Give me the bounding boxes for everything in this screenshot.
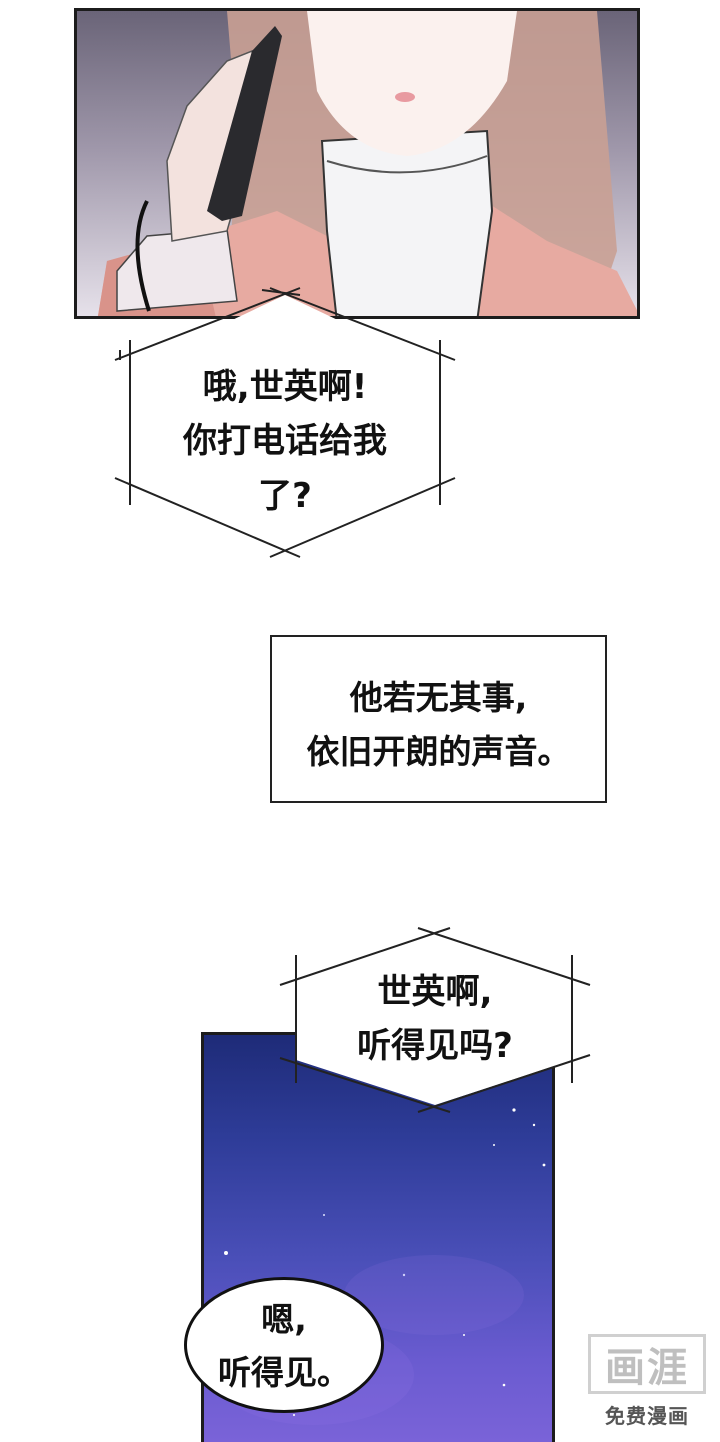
bubble-1-line-2: 你打电话给我 <box>183 421 387 462</box>
hexagon-bubble-2-shape <box>279 927 591 1113</box>
narration-caption-box: 他若无其事, 依旧开朗的声音。 <box>270 635 607 803</box>
speech-bubble-3: 嗯, 听得见。 <box>184 1277 384 1413</box>
watermark-text: 免费漫画 <box>605 1404 689 1428</box>
speech-bubble-2: 世英啊, 听得见吗? <box>305 965 565 1074</box>
caption-line-1: 他若无其事, <box>349 678 528 717</box>
bubble-3-text: 嗯, 听得见。 <box>187 1294 381 1400</box>
bubble-2-line-2: 听得见吗? <box>357 1026 513 1067</box>
caption-line-2: 依旧开朗的声音。 <box>306 732 571 772</box>
bubble-1-line-1: 哦,世英啊! <box>202 367 368 407</box>
watermark: 画涯 免费漫画 <box>582 1334 712 1432</box>
bubble-1-line-3: 了? <box>258 475 312 516</box>
bubble-2-line-1: 世英啊, <box>377 972 493 1012</box>
watermark-logo: 画涯 <box>588 1334 706 1394</box>
hexagon-bubble-1-shape <box>114 287 456 558</box>
speech-bubble-1: 哦,世英啊! 你打电话给我 了? <box>140 360 430 523</box>
bubble-3-line-1: 嗯, <box>261 1300 307 1339</box>
top-comic-panel <box>74 8 640 319</box>
bubble-3-line-2: 听得见。 <box>218 1352 350 1392</box>
caption-text: 他若无其事, 依旧开朗的声音。 <box>272 671 605 780</box>
woman-on-phone-illustration <box>97 11 637 316</box>
